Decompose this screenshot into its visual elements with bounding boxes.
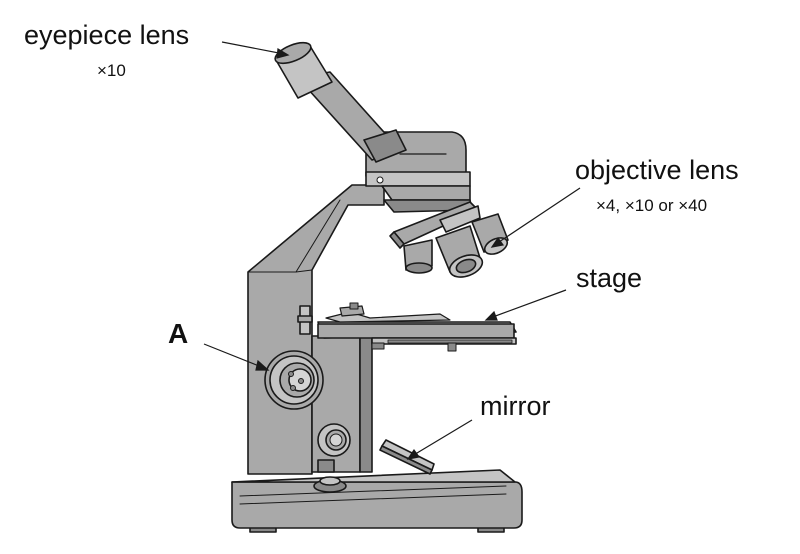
objective-small (403, 239, 433, 274)
eyepiece-arrowhead (276, 48, 290, 59)
objective-leader (495, 187, 581, 245)
eyepiece-leader (221, 41, 285, 55)
mirror-leader (411, 419, 473, 457)
objective-middle (435, 225, 484, 278)
eyepiece-label: eyepiece lens (24, 20, 190, 50)
a-leader (203, 343, 265, 369)
fine-focus-knob (317, 423, 351, 457)
a-arrowhead (255, 359, 270, 371)
stage-arrowhead (484, 310, 498, 321)
mirror-arrowhead (406, 448, 421, 460)
focus-knob-a (264, 350, 324, 410)
objective-magnification: ×4, ×10 or ×40 (596, 196, 708, 215)
nosepiece (389, 201, 481, 249)
part-a-label: A (168, 318, 189, 349)
eyepiece-magnification: ×10 (97, 61, 126, 80)
eyepiece-tube (274, 41, 407, 163)
stage (297, 302, 517, 352)
stage-leader (489, 289, 567, 319)
mirror-label: mirror (480, 391, 551, 421)
base (231, 469, 523, 533)
objective-arrowhead (490, 236, 505, 248)
mirror-plate (379, 439, 435, 475)
stage-label: stage (576, 263, 643, 293)
objective-label: objective lens (575, 155, 739, 185)
